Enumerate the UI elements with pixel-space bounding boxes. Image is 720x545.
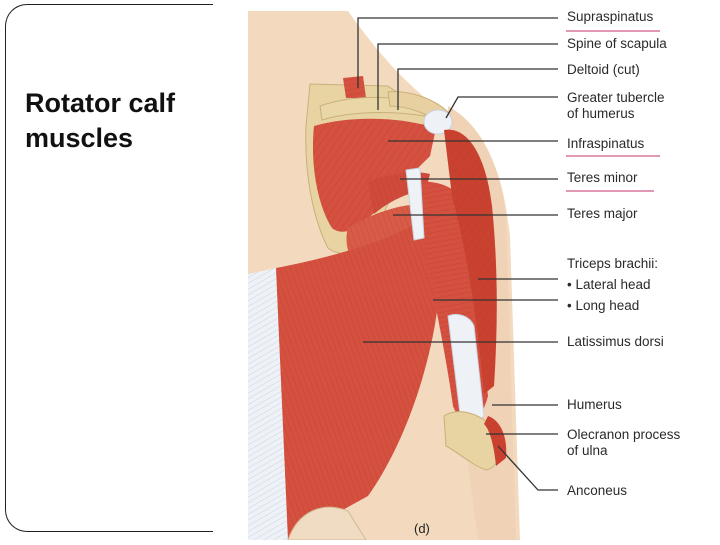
teres-tendon-strip — [405, 167, 425, 241]
label-anconeus: Anconeus — [567, 483, 628, 498]
slide-title: Rotator calf muscles — [25, 88, 176, 153]
label-humerus: Humerus — [567, 397, 622, 412]
label-teres-major: Teres major — [567, 206, 638, 221]
shoulder-illustration — [248, 11, 660, 541]
anconeus-muscle — [484, 416, 507, 466]
label-latissimus-dorsi: Latissimus dorsi — [567, 334, 664, 349]
label-teres-minor: Teres minor — [567, 170, 638, 185]
label-greater-tubercle: Greater tubercle of humerus — [567, 90, 665, 121]
pelvis-shape — [287, 506, 367, 541]
figure-tag: (d) — [414, 521, 430, 536]
label-supraspinatus: Supraspinatus — [567, 9, 654, 24]
frame-gap — [213, 0, 253, 540]
label-deltoid-cut: Deltoid (cut) — [567, 62, 640, 77]
label-spine-of-scapula: Spine of scapula — [567, 36, 667, 51]
greater-tubercle — [423, 109, 453, 135]
slide-frame — [5, 4, 245, 532]
label-underlines — [566, 30, 660, 192]
anatomy-figure: Supraspinatus Spine of scapula Deltoid (… — [248, 6, 720, 541]
label-triceps-brachii: Triceps brachii: • Lateral head • Long h… — [567, 256, 659, 313]
label-infraspinatus: Infraspinatus — [567, 136, 645, 151]
label-olecranon-process: Olecranon process of ulna — [567, 427, 681, 458]
leader-lines — [357, 17, 558, 491]
